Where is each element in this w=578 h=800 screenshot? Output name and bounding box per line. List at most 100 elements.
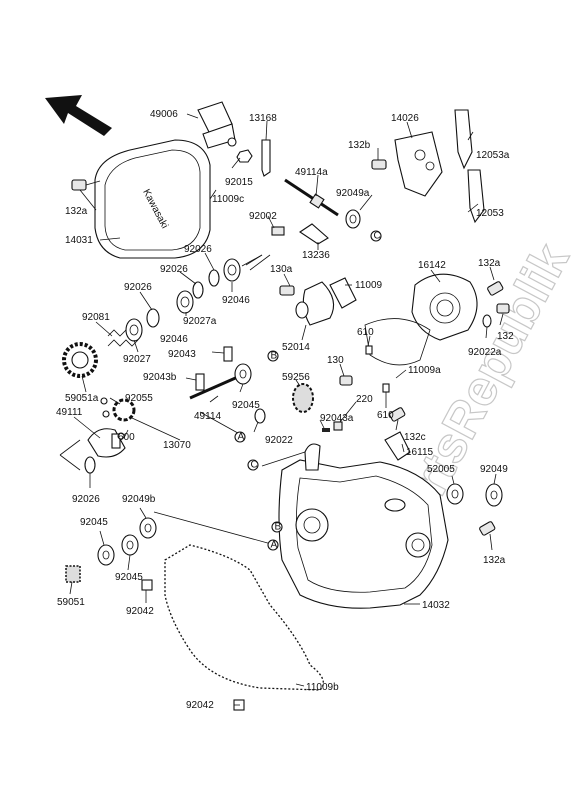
label-11009a: 11009a [408,365,441,376]
bolt-130a [279,285,295,296]
seal-92049b [139,517,157,539]
label-132a-r: 132a [478,258,501,269]
callout-C1 [247,459,259,471]
label-11009c: 11009c [212,194,244,205]
callout-A2-text: A [271,540,278,551]
bolt-132a-r [487,281,504,296]
label-14031: 14031 [65,235,93,246]
label-92027: 92027 [123,354,151,365]
seal-92045-a [234,363,252,385]
label-92015: 92015 [225,177,253,188]
label-13236: 13236 [302,250,330,261]
gear-59256 [292,383,314,413]
callout-B1 [267,350,279,362]
label-92049: 92049 [480,464,508,475]
label-92022: 92022 [265,435,293,446]
bearing-92046-a [223,258,241,282]
label-92043a: 92043a [320,413,354,424]
washer-92022 [254,408,266,424]
label-52014: 52014 [282,342,310,353]
label-92046-b: 92046 [160,334,188,345]
front-arrow-icon [45,95,112,136]
bolt-132a-top [71,179,101,191]
label-92026-b: 92026 [160,264,188,275]
shaft-49114a [284,178,339,217]
gasket-11009a [364,318,431,366]
label-92002: 92002 [249,211,277,222]
label-14026: 14026 [391,113,419,124]
elbow-16115 [384,431,411,461]
label-130a: 130a [270,264,293,275]
bracket-13168 [261,139,271,177]
pin-92043 [223,346,233,362]
leader-lines [59,113,504,706]
washer-92026-c [146,308,160,328]
gear-59051 [65,565,81,583]
label-92081: 92081 [82,312,110,323]
crankcase-cover-14032 [278,443,449,609]
dowel-92042-a [141,579,153,591]
callout-A2 [267,539,279,551]
seal-52005 [446,483,464,505]
label-59051a: 59051a [65,393,99,404]
label-92043: 92043 [168,349,196,360]
label-92027a: 92027a [183,316,217,327]
label-610-a: 610 [357,327,374,338]
gear-59051a [62,342,98,378]
label-92045-a: 92045 [232,400,260,411]
label-92022a: 92022a [468,347,502,358]
callout-B1-text: B [271,351,278,362]
label-132-r: 132 [497,331,514,342]
label-49114: 49114 [194,411,222,422]
seal-92045-c [121,534,139,556]
gasket-11009 [329,277,357,309]
label-92049a: 92049a [336,188,370,199]
label-132c: 132c [404,432,426,443]
pin-92043a [322,428,330,432]
label-610-b: 610 [377,410,394,421]
bolt-132c [389,407,406,422]
bracket-12053a [454,109,473,170]
pipe-52014 [295,281,335,326]
plug-220 [333,421,343,431]
label-92055: 92055 [125,393,153,404]
label-16115: 16115 [406,447,434,458]
bolt-132a-bot [479,521,496,536]
label-600: 600 [118,432,135,443]
bracket-13236 [299,223,329,245]
label-49114a: 49114a [295,167,328,178]
label-12053a: 12053a [476,150,510,161]
label-92026-d: 92026 [72,494,100,505]
callout-B2 [271,521,283,533]
label-92026-a: 92026 [184,244,212,255]
washer-92026-b [192,281,204,299]
bolt-132b [371,159,387,170]
label-11009: 11009 [355,280,383,291]
callout-B2-text: B [275,522,282,533]
label-132a-top: 132a [65,206,88,217]
dowel-610-b [382,383,390,393]
label-92042-b: 92042 [186,700,214,711]
label-220: 220 [356,394,373,405]
bolt-130 [339,375,353,386]
label-52005: 52005 [427,464,455,475]
callout-C2 [370,230,382,242]
seal-92045-b [97,544,115,566]
washer-92026-d [84,456,96,474]
label-11009b: 11009b [306,682,339,693]
label-13070: 13070 [163,440,191,451]
oil-filler-49006 [197,101,237,149]
shaft-49114 [189,374,241,400]
callout-A1-text: A [238,432,245,443]
plate-14026 [394,131,443,197]
label-92049b: 92049b [122,494,156,505]
bearing-92046-b [176,290,194,314]
label-92043b: 92043b [143,372,177,383]
clutch-cover-14031: Kawasaki [94,139,211,259]
part-labels: 49006 13168 14026 132b 12053a 92015 4911… [56,109,514,711]
bolt-92002 [271,226,285,236]
label-13168: 13168 [249,113,277,124]
label-59256: 59256 [282,372,310,383]
